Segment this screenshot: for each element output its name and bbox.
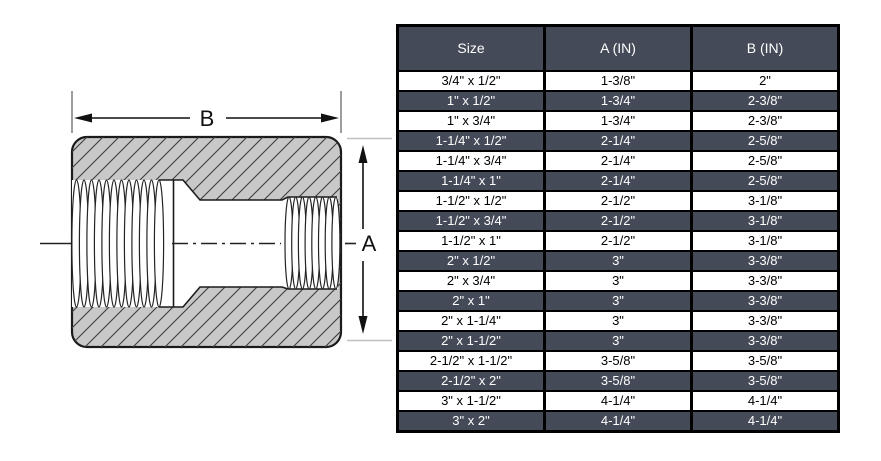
table-cell: 2-1/4" [543,129,693,152]
table-cell: 1-1/2" x 1" [396,229,546,252]
table-cell: 3-3/8" [690,269,840,292]
table-cell: 1-1/4" x 1/2" [396,129,546,152]
table-row: 1-1/4" x 1"2-1/4"2-5/8" [396,169,840,192]
table-row: 2" x 1-1/4"3"3-3/8" [396,309,840,332]
dimension-b-label: B [200,106,215,131]
table-row: 2" x 1-1/2"3"3-3/8" [396,329,840,352]
table-row: 2" x 1/2"3"3-3/8" [396,249,840,272]
table-cell: 2" x 1-1/4" [396,309,546,332]
table-cell: 1-3/4" [543,109,693,132]
table-cell: 3-3/8" [690,249,840,272]
table-cell: 2" x 3/4" [396,269,546,292]
table-row: 1-1/2" x 3/4"2-1/2"3-1/8" [396,209,840,232]
table-cell: 3" x 2" [396,409,546,432]
table-cell: 1" x 1/2" [396,89,546,112]
table-cell: 2" x 1-1/2" [396,329,546,352]
table-cell: 2-3/8" [690,89,840,112]
table-cell: 2-3/8" [690,109,840,132]
table-cell: 2-1/2" x 1-1/2" [396,349,546,372]
table-cell: 3-1/8" [690,229,840,252]
table-cell: 2" x 1" [396,289,546,312]
table-cell: 3-5/8" [543,349,693,372]
table-cell: 2-5/8" [690,149,840,172]
column-header-a: A (IN) [543,24,693,72]
table-cell: 3" x 1-1/2" [396,389,546,412]
table-cell: 3" [543,329,693,352]
table-cell: 4-1/4" [543,409,693,432]
table-row: 1" x 3/4"1-3/4"2-3/8" [396,109,840,132]
table-cell: 1-1/2" x 1/2" [396,189,546,212]
right-thread [284,196,341,290]
table-cell: 3-1/8" [690,209,840,232]
table-header-row: Size A (IN) B (IN) [396,24,840,72]
table-cell: 1" x 3/4" [396,109,546,132]
table-row: 1-1/4" x 1/2"2-1/4"2-5/8" [396,129,840,152]
table-cell: 3" [543,289,693,312]
dimension-b: B [71,91,342,133]
arrowhead-up-icon [358,145,368,163]
table-cell: 1-1/2" x 3/4" [396,209,546,232]
table-row: 3/4" x 1/2"1-3/8"2" [396,69,840,92]
table-cell: 3-1/8" [690,189,840,212]
table-cell: 4-1/4" [690,409,840,432]
table-cell: 2-1/2" [543,189,693,212]
table-cell: 3" [543,309,693,332]
table-row: 2" x 1"3"3-3/8" [396,289,840,312]
arrowhead-right-icon [321,113,339,123]
table-row: 1" x 1/2"1-3/4"2-3/8" [396,89,840,112]
arrowhead-down-icon [358,316,368,334]
table-row: 1-1/2" x 1"2-1/2"3-1/8" [396,229,840,252]
dimension-a: A [347,137,392,342]
table-cell: 1-1/4" x 1" [396,169,546,192]
table-cell: 2-1/2" [543,209,693,232]
table-cell: 3" [543,269,693,292]
dimension-a-label: A [362,231,377,256]
table-cell: 3-3/8" [690,309,840,332]
left-thread [71,179,165,308]
spec-table: Size A (IN) B (IN) 3/4" x 1/2"1-3/8"2"1"… [396,24,840,433]
table-cell: 4-1/4" [543,389,693,412]
column-header-size: Size [396,24,546,72]
table-cell: 2-1/4" [543,149,693,172]
arrowhead-left-icon [74,113,92,123]
table-cell: 2-1/4" [543,169,693,192]
table-cell: 4-1/4" [690,389,840,412]
fitting-diagram: B A [0,0,396,461]
spec-table-body: 3/4" x 1/2"1-3/8"2"1" x 1/2"1-3/4"2-3/8"… [396,69,840,432]
table-cell: 2" x 1/2" [396,249,546,272]
table-cell: 3/4" x 1/2" [396,69,546,92]
table-cell: 1-3/4" [543,89,693,112]
table-cell: 2-1/2" x 2" [396,369,546,392]
table-cell: 3" [543,249,693,272]
table-row: 2-1/2" x 1-1/2"3-5/8"3-5/8" [396,349,840,372]
table-row: 3" x 1-1/2"4-1/4"4-1/4" [396,389,840,412]
table-cell: 3-3/8" [690,289,840,312]
coupling-cross-section [70,135,343,349]
table-cell: 3-5/8" [543,369,693,392]
table-row: 3" x 2"4-1/4"4-1/4" [396,409,840,432]
table-cell: 2-5/8" [690,129,840,152]
table-cell: 2-1/2" [543,229,693,252]
table-row: 1-1/4" x 3/4"2-1/4"2-5/8" [396,149,840,172]
table-cell: 3-5/8" [690,349,840,372]
table-cell: 3-3/8" [690,329,840,352]
table-row: 1-1/2" x 1/2"2-1/2"3-1/8" [396,189,840,212]
table-cell: 1-3/8" [543,69,693,92]
table-cell: 2-5/8" [690,169,840,192]
table-cell: 3-5/8" [690,369,840,392]
table-cell: 1-1/4" x 3/4" [396,149,546,172]
column-header-b: B (IN) [690,24,840,72]
table-row: 2-1/2" x 2"3-5/8"3-5/8" [396,369,840,392]
table-cell: 2" [690,69,840,92]
table-row: 2" x 3/4"3"3-3/8" [396,269,840,292]
